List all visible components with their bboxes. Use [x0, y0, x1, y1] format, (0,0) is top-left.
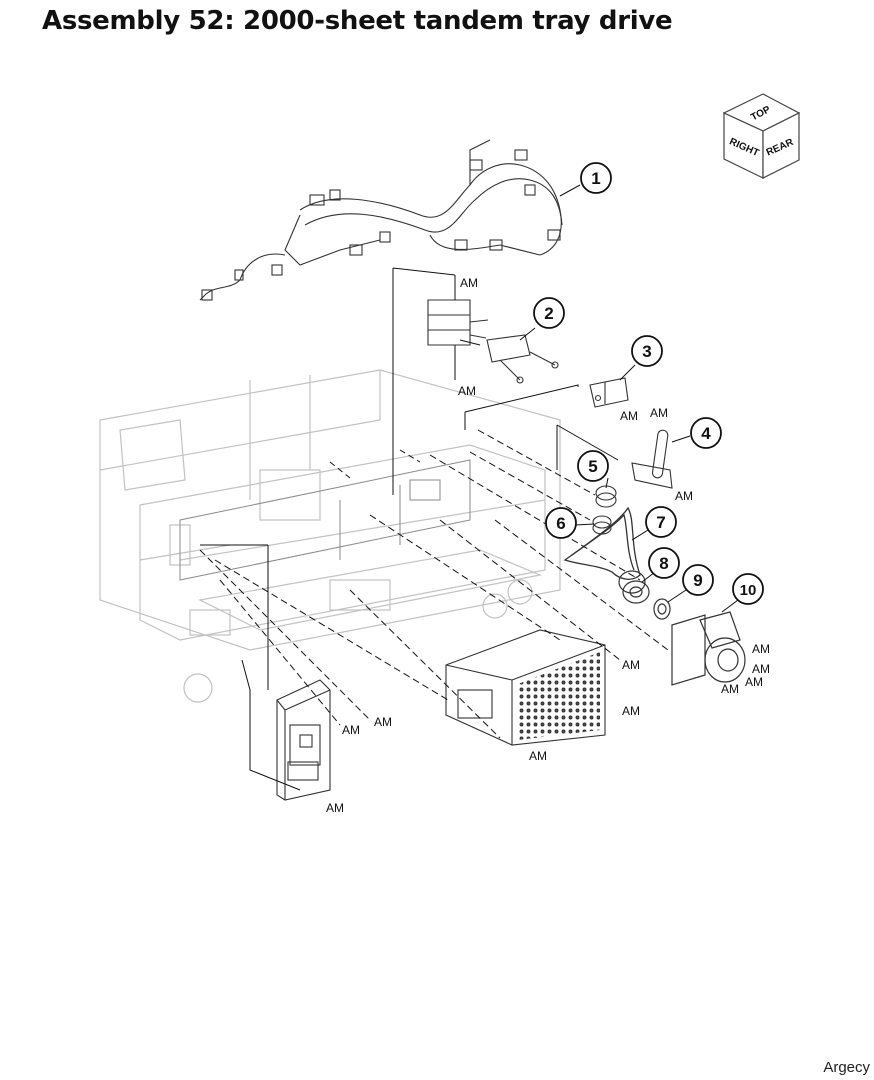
callout-5: 5: [577, 450, 609, 482]
spring-part-4: [631, 429, 673, 489]
callout-6: 6: [545, 507, 577, 539]
am-label: AM: [622, 658, 640, 672]
callout-4: 4: [690, 417, 722, 449]
svg-text:8: 8: [659, 554, 668, 573]
am-label: AM: [721, 682, 739, 696]
svg-text:10: 10: [740, 582, 757, 599]
callout-3: 3: [631, 335, 663, 367]
am-label: AM: [752, 642, 770, 656]
callout-9: 9: [682, 564, 714, 596]
orientation-cube: TOP RIGHT REAR: [722, 93, 801, 179]
svg-text:7: 7: [656, 513, 665, 532]
svg-text:5: 5: [588, 457, 597, 476]
callout-1: 1: [580, 162, 612, 194]
bushing-part-6: [592, 515, 612, 535]
am-label: AM: [622, 704, 640, 718]
am-label: AM: [529, 749, 547, 763]
callout-10: 10: [732, 573, 764, 605]
bushing-part-5: [595, 485, 617, 508]
callout-8: 8: [648, 547, 680, 579]
svg-text:9: 9: [693, 571, 702, 590]
callout-7: 7: [645, 506, 677, 538]
am-label: AM: [326, 801, 344, 815]
am-label: AM: [460, 276, 478, 290]
am-label: AM: [458, 384, 476, 398]
svg-text:3: 3: [642, 342, 651, 361]
svg-text:2: 2: [544, 304, 553, 323]
am-label: AM: [752, 662, 770, 676]
am-label: AM: [342, 723, 360, 737]
connector-bracket-module: [276, 679, 331, 801]
am-labels: AM AM AM AM AM AM AM AM AM AM AM AM AM A…: [326, 276, 770, 815]
am-label: AM: [620, 409, 638, 423]
am-label: AM: [374, 715, 392, 729]
tray-frame-details: [179, 459, 471, 581]
am-label: AM: [675, 489, 693, 503]
drive-motor-part-10: [671, 611, 746, 686]
washer-part-9: [653, 598, 671, 620]
tray-frame: [99, 369, 561, 703]
svg-text:1: 1: [591, 169, 600, 188]
power-supply-module: [445, 629, 606, 746]
am-label: AM: [745, 675, 763, 689]
footer-brand: Argecy: [823, 1059, 870, 1076]
drive-belt: [563, 506, 641, 580]
svg-text:4: 4: [701, 424, 711, 443]
sensor-bracket: [427, 299, 559, 384]
bracket-part-3: [589, 377, 629, 408]
wire-harness: [199, 139, 563, 301]
callout-2: 2: [533, 297, 565, 329]
gear-part-8: [618, 570, 650, 604]
page-title: Assembly 52: 2000-sheet tandem tray driv…: [42, 6, 673, 36]
am-label: AM: [650, 406, 668, 420]
svg-text:6: 6: [556, 514, 565, 533]
